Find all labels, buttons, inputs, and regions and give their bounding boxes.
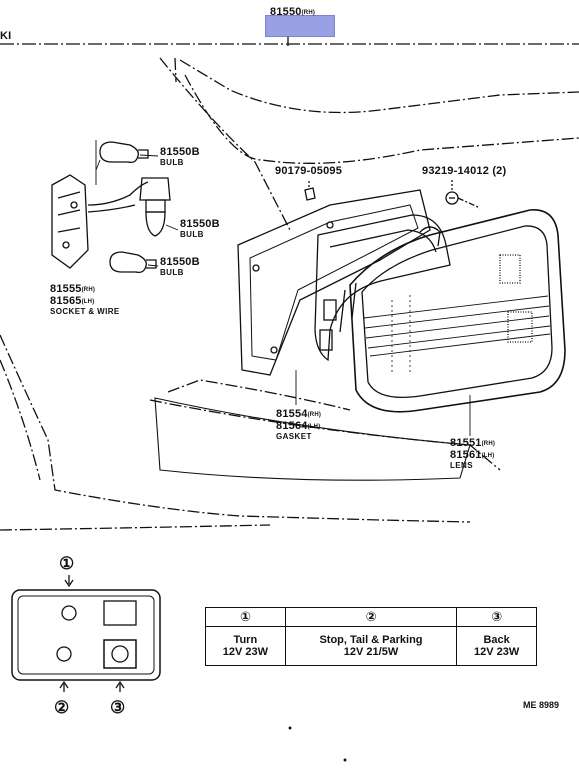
lens-part-lh: 81561(LH) <box>450 449 495 461</box>
col-1-wattage: 12V 23W <box>222 646 268 658</box>
socket-wire <box>51 174 149 269</box>
lamp-cluster-diagram <box>11 575 161 692</box>
col-3-marker: ③ <box>456 607 537 627</box>
left-edge-text: KI <box>0 30 12 42</box>
screw <box>445 180 481 209</box>
socket-name: SOCKET & WIRE <box>50 307 120 316</box>
gasket-shape <box>237 189 431 376</box>
bulb-low-shape <box>109 251 157 274</box>
bulb-low-part: 81550B <box>160 256 200 268</box>
gasket-part-lh: 81564(LH) <box>276 420 321 432</box>
diagram-code: ME 8989 <box>523 700 560 710</box>
col-2-function: Stop, Tail & Parking <box>319 634 423 646</box>
col-3-spec: Back 12V 23W <box>456 626 537 666</box>
bulb-top-part: 81550B <box>160 146 200 158</box>
socket-part-lh: 81565(LH) <box>50 295 95 307</box>
lens-name: LENS <box>450 461 473 470</box>
cluster-marker-3: ③ <box>110 698 126 717</box>
bumper-outline <box>154 397 471 481</box>
socket-part-rh: 81555(RH) <box>50 283 96 295</box>
col-2-wattage: 12V 21/5W <box>343 646 399 658</box>
bulb-mid-shape <box>139 177 171 237</box>
col-1-function: Turn <box>233 634 258 646</box>
bulb-mid-name: BULB <box>180 230 204 239</box>
lens-part-rh: 81551(RH) <box>450 437 496 449</box>
bulb-low-name: BULB <box>160 268 184 277</box>
bulb-mid-part: 81550B <box>180 218 220 230</box>
top-part-number: 81550(RH) <box>270 6 316 18</box>
bulb-top-shape <box>99 141 149 164</box>
leader-lines <box>95 140 471 436</box>
col-1-spec: Turn 12V 23W <box>205 626 286 666</box>
col-3-function: Back <box>483 634 510 646</box>
gasket-part-rh: 81554(RH) <box>276 408 322 420</box>
col-2-marker: ② <box>284 607 458 627</box>
lens-shape <box>349 209 566 413</box>
bulb-spec-table: ① ② ③ Turn 12V 23W Stop, Tail & Parking … <box>205 607 537 666</box>
col-3-wattage: 12V 23W <box>474 646 520 658</box>
gasket-name: GASKET <box>276 432 312 441</box>
clip-nut <box>304 181 316 201</box>
cluster-marker-2: ② <box>54 698 70 717</box>
bulb-top-name: BULB <box>160 158 184 167</box>
cluster-marker-1: ① <box>59 554 75 573</box>
col-2-spec: Stop, Tail & Parking 12V 21/5W <box>284 626 458 666</box>
housing-shape <box>314 214 451 362</box>
selection-highlight <box>265 15 335 37</box>
col-1-marker: ① <box>205 607 286 627</box>
screw-part: 93219-14012 (2) <box>422 165 507 177</box>
clip-part: 90179-05095 <box>275 165 343 177</box>
